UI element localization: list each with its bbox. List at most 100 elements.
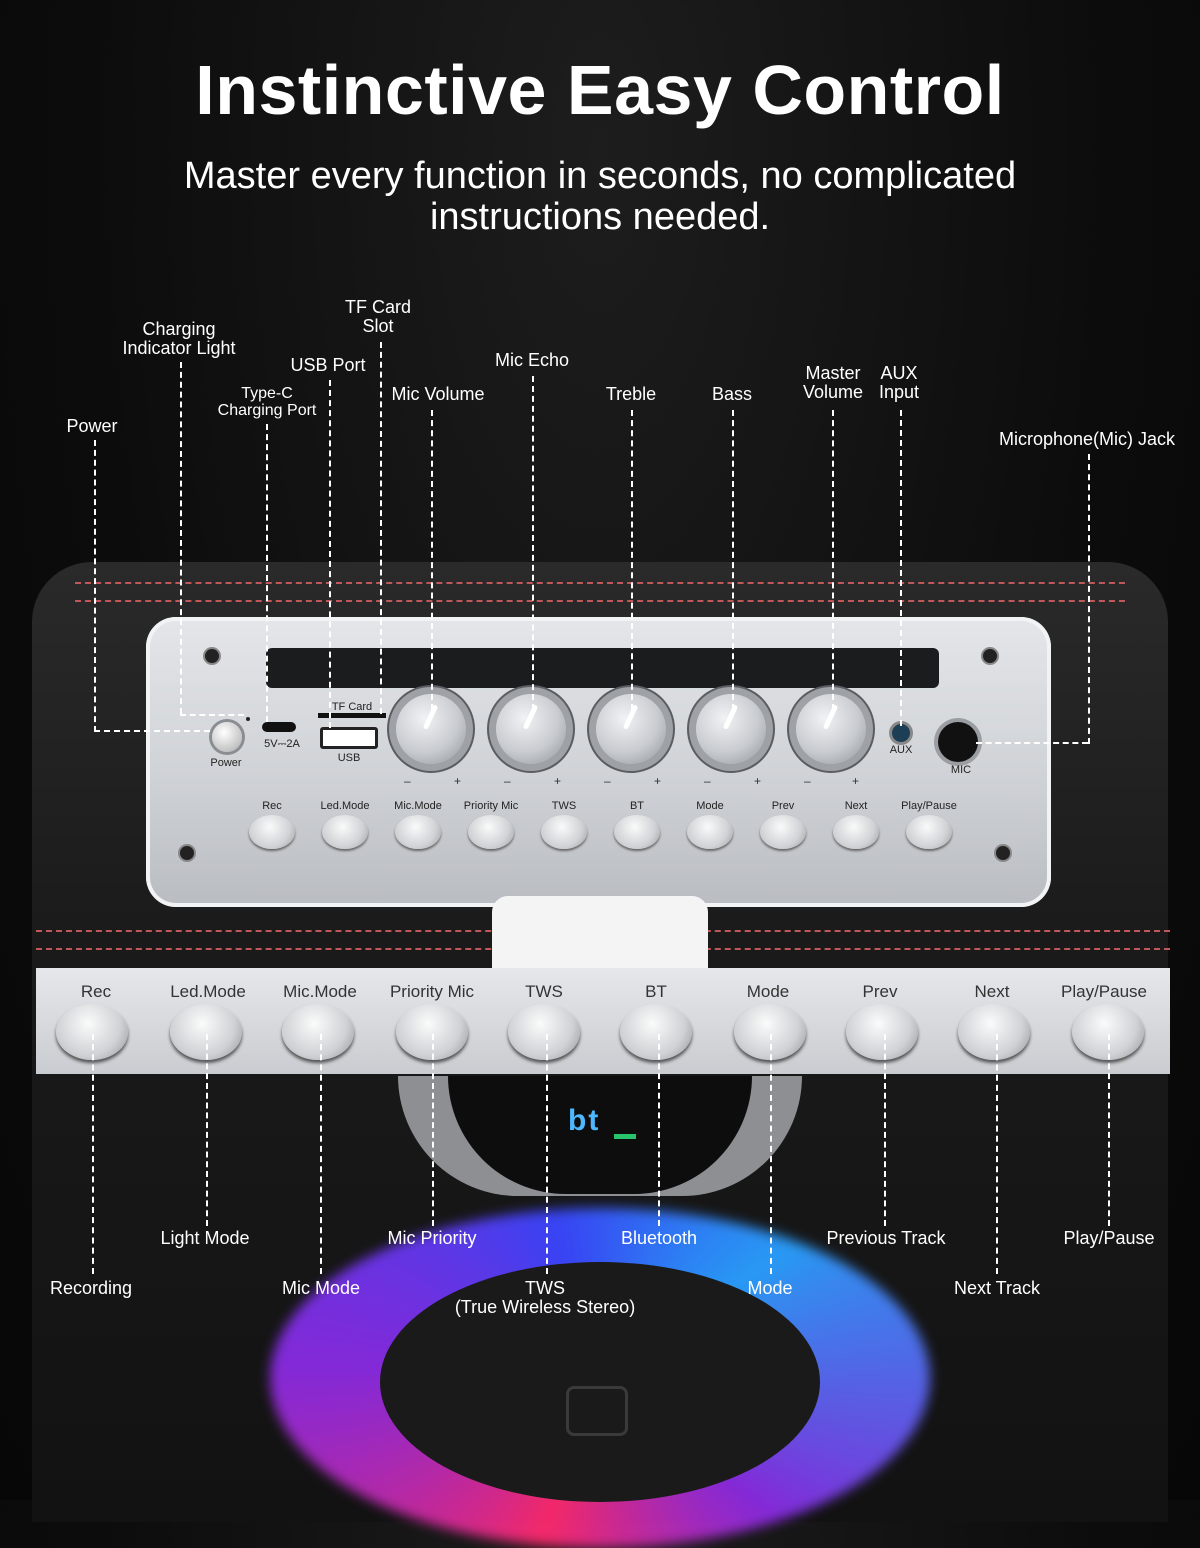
charging-indicator-light: [246, 717, 250, 721]
callout-usb-port: USB Port: [290, 355, 366, 375]
strip-mic-mode-label: Mic.Mode: [283, 982, 357, 1001]
panel-mic-mode-button[interactable]: [395, 815, 441, 849]
bass-knob[interactable]: [696, 694, 766, 764]
page-title: Instinctive Easy Control: [195, 51, 1005, 129]
callout-line: [832, 410, 834, 710]
strip-prev-label: Prev: [862, 982, 898, 1001]
callout-treble: Treble: [605, 384, 657, 404]
callout-line: [180, 362, 182, 714]
callout-text: Type-C: [241, 385, 293, 402]
panel-play-pause-button[interactable]: [906, 815, 952, 849]
strip-mode-label: Mode: [746, 982, 790, 1001]
stitch-line: [75, 582, 1125, 584]
panel-prev-label: Prev: [771, 800, 795, 812]
callout-tf-card: TF Card Slot: [345, 298, 411, 336]
strip-tws-button[interactable]: [508, 1004, 580, 1060]
callout-text: TF Card: [344, 297, 412, 317]
plus-mark: +: [454, 774, 462, 788]
mic-echo-knob[interactable]: [496, 694, 566, 764]
callout-text: Indicator Light: [122, 338, 236, 358]
callout-line: [92, 1034, 94, 1274]
subtitle-line-1: Master every function in seconds, no com…: [183, 155, 1017, 197]
callout-line: [1108, 1034, 1110, 1226]
callout-line: [770, 1034, 772, 1274]
panel-next-button[interactable]: [833, 815, 879, 849]
typec-port[interactable]: [262, 722, 296, 732]
usb-port[interactable]: [320, 727, 378, 749]
mic-label: MIC: [950, 764, 972, 776]
callout-aux-input: AUX Input: [879, 364, 919, 402]
callout-typec: Type-C Charging Port: [218, 385, 317, 419]
plus-mark: +: [554, 774, 562, 788]
callout-line: [1088, 454, 1090, 744]
strip-bt-label: BT: [645, 982, 667, 1001]
power-label: Power: [210, 757, 242, 769]
callout-text: AUX: [880, 363, 918, 383]
panel-next-label: Next: [844, 800, 868, 812]
callout-text: (True Wireless Stereo): [454, 1297, 636, 1317]
callout-text: Charging Port: [217, 402, 317, 419]
strip-mic-mode-button[interactable]: [282, 1004, 354, 1060]
minus-mark: –: [604, 774, 611, 788]
page-subtitle: Master every function in seconds, no com…: [100, 156, 1100, 238]
callout-mic-priority: Mic Priority: [387, 1228, 477, 1248]
callout-line: [380, 342, 382, 714]
callout-text: Master: [805, 363, 861, 383]
panel-led-mode-label: Led.Mode: [320, 800, 370, 812]
callout-line: [329, 380, 331, 728]
aux-jack[interactable]: [892, 724, 910, 742]
typec-rating: 5V⎓2A: [264, 738, 300, 750]
master-volume-knob[interactable]: [796, 694, 866, 764]
panel-priority-mic-label: Priority Mic: [463, 800, 519, 812]
panel-tws-label: TWS: [551, 800, 577, 812]
tf-card-slot[interactable]: [318, 713, 386, 718]
strip-bt-button[interactable]: [620, 1004, 692, 1060]
callout-line: [732, 410, 734, 710]
screw-icon: [178, 844, 196, 862]
callout-text: Slot: [362, 316, 394, 336]
strip-priority-mic-label: Priority Mic: [389, 982, 475, 1001]
callout-line: [432, 1034, 434, 1226]
panel-rec-button[interactable]: [249, 815, 295, 849]
tf-card-label: TF Card: [331, 701, 373, 713]
callout-bluetooth: Bluetooth: [620, 1228, 698, 1248]
callout-line: [206, 1034, 208, 1226]
callout-line: [266, 424, 268, 722]
screw-icon: [203, 647, 221, 665]
display-indicator: [614, 1134, 636, 1139]
power-button[interactable]: [212, 722, 242, 752]
aux-label: AUX: [889, 744, 913, 756]
panel-priority-mic-button[interactable]: [468, 815, 514, 849]
usb-label: USB: [337, 752, 361, 764]
callout-charging-light: Charging Indicator Light: [122, 320, 235, 358]
display-text: bt: [568, 1104, 601, 1137]
callout-mode: Mode: [747, 1278, 793, 1298]
callout-line: [94, 440, 96, 732]
panel-mode-button[interactable]: [687, 815, 733, 849]
panel-prev-button[interactable]: [760, 815, 806, 849]
callout-master-volume: Master Volume: [803, 364, 863, 402]
mic-jack[interactable]: [938, 722, 978, 762]
brand-logo-icon: [566, 1386, 628, 1436]
screw-icon: [981, 647, 999, 665]
callout-text: Volume: [802, 382, 864, 402]
callout-line: [900, 410, 902, 726]
panel-rec-label: Rec: [262, 800, 282, 812]
callout-text: Input: [878, 382, 920, 402]
callout-recording: Recording: [49, 1278, 133, 1298]
panel-tws-button[interactable]: [541, 815, 587, 849]
handle: [492, 896, 708, 968]
minus-mark: –: [404, 774, 411, 788]
panel-led-mode-button[interactable]: [322, 815, 368, 849]
strip-prev-button[interactable]: [846, 1004, 918, 1060]
callout-line: [431, 410, 433, 710]
minus-mark: –: [704, 774, 711, 788]
strip-rec-label: Rec: [80, 982, 112, 1001]
minus-mark: –: [804, 774, 811, 788]
callout-next-track: Next Track: [953, 1278, 1041, 1298]
panel-bt-button[interactable]: [614, 815, 660, 849]
callout-line: [996, 1034, 998, 1274]
callout-mic-volume: Mic Volume: [391, 384, 485, 404]
callout-line: [320, 1034, 322, 1274]
strip-next-button[interactable]: [958, 1004, 1030, 1060]
